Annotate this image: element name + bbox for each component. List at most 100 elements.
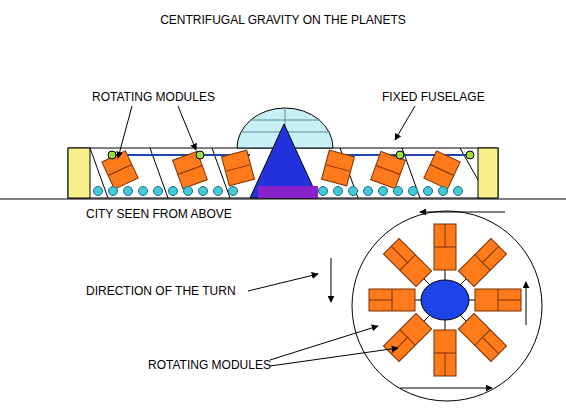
rotating-module	[434, 224, 456, 270]
bearing-roller	[319, 187, 328, 196]
module-body	[222, 150, 255, 186]
turn-arrow	[400, 388, 492, 389]
bearing-roller	[139, 187, 148, 196]
part-label: ROTATING MODULES	[146, 357, 273, 373]
bearing-roller	[109, 187, 118, 196]
part-label: ROTATING MODULES	[90, 89, 217, 105]
diagram-title: CENTRIFUGAL GRAVITY ON THE PLANETS	[158, 12, 408, 28]
leader-line	[395, 106, 415, 140]
view-label: CITY SEEN FROM ABOVE	[84, 206, 234, 222]
partition	[460, 148, 478, 180]
module-body	[434, 330, 456, 376]
rotating-module	[458, 313, 506, 361]
bearing-roller	[124, 187, 133, 196]
part-label: FIXED FUSELAGE	[380, 89, 487, 105]
bearing-roller	[454, 187, 463, 196]
module-body	[369, 289, 415, 311]
module-divider	[369, 300, 392, 301]
rotating-module	[322, 150, 355, 186]
central-pyramid	[250, 124, 318, 198]
bearing-roller	[394, 187, 403, 196]
module-divider	[482, 337, 498, 353]
module-body	[458, 313, 506, 361]
leader-line	[178, 106, 196, 150]
module-body	[322, 150, 355, 186]
bearing-roller	[94, 187, 463, 196]
top-view	[352, 211, 542, 401]
central-hub	[421, 280, 469, 320]
rotating-module	[371, 151, 406, 188]
pivot-joint	[108, 151, 116, 159]
rotating-module	[173, 151, 208, 188]
bearing-roller	[199, 187, 208, 196]
module-body	[173, 151, 208, 188]
rotor-axle	[112, 154, 470, 156]
rotating-module	[383, 313, 431, 361]
side-view	[68, 108, 498, 198]
end-cap	[478, 148, 498, 198]
module-body	[434, 224, 456, 270]
rotating-module	[369, 289, 415, 311]
bearing-roller	[409, 187, 418, 196]
turn-arrow	[526, 282, 527, 325]
rotating-module	[458, 238, 506, 286]
module-divider	[445, 224, 446, 247]
module-floor	[225, 165, 250, 172]
leader-line	[118, 106, 415, 366]
end-cap	[68, 148, 90, 198]
module-floor	[325, 165, 350, 172]
module-body	[458, 238, 506, 286]
pivot-joint	[466, 151, 474, 159]
rotating-module	[383, 238, 431, 286]
module-floor	[108, 165, 132, 176]
module-body	[371, 151, 406, 188]
module-divider	[445, 353, 446, 376]
module-divider	[391, 246, 407, 262]
dome-grid	[250, 120, 320, 121]
rotating-module	[369, 224, 521, 376]
turn-arrow	[420, 212, 505, 213]
leader-line	[118, 106, 132, 158]
bearing-roller	[94, 187, 103, 196]
bearing-roller	[349, 187, 358, 196]
rotating-module	[102, 151, 138, 189]
bearing-roller	[229, 187, 238, 196]
module-body	[383, 238, 431, 286]
bearing-roller	[169, 187, 178, 196]
pivot-joint	[108, 151, 474, 159]
rotating-module	[475, 289, 521, 311]
module-floor	[430, 165, 454, 176]
turn-arrow	[331, 258, 332, 302]
module-divider	[391, 337, 407, 353]
rotating-module	[434, 330, 456, 376]
turn-arrow	[331, 212, 526, 388]
city-outline	[352, 211, 542, 401]
module-divider	[498, 300, 521, 301]
bearing-roller	[379, 187, 388, 196]
rotating-module	[102, 150, 460, 189]
module-body	[383, 313, 431, 361]
pivot-joint	[196, 151, 204, 159]
module-body	[475, 289, 521, 311]
module-body	[102, 151, 138, 189]
bearing-roller	[439, 187, 448, 196]
bearing-roller	[334, 187, 343, 196]
rotating-module	[424, 151, 460, 189]
partition	[90, 148, 108, 198]
divider-line	[0, 199, 566, 200]
bearing-roller	[184, 187, 193, 196]
module-floor	[376, 166, 400, 175]
module-divider	[482, 246, 498, 262]
pyramid-base	[258, 186, 318, 198]
pivot-joint	[396, 151, 404, 159]
leader-line	[248, 274, 318, 291]
part-label: DIRECTION OF THE TURN	[84, 283, 238, 299]
bearing-roller	[154, 187, 163, 196]
module-body	[424, 151, 460, 189]
bearing-roller	[424, 187, 433, 196]
leader-line	[270, 326, 378, 360]
rotating-module	[222, 150, 255, 186]
module-floor	[178, 166, 202, 175]
leader-line	[270, 348, 398, 366]
